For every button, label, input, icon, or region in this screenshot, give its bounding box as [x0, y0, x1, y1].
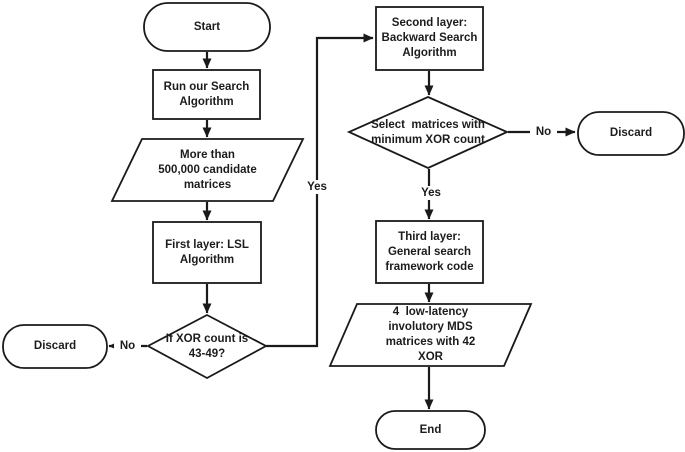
xor-count-decision-shape — [146, 313, 268, 380]
edge-label-select-yes: Yes — [417, 186, 445, 200]
select-matrices-decision-shape — [346, 96, 510, 169]
candidate-matrices-data-shape — [110, 138, 305, 202]
third-layer-process-shape — [375, 220, 484, 284]
end-terminator-shape — [375, 410, 486, 450]
discard-right-terminator-shape — [577, 111, 685, 156]
second-layer-process-shape — [375, 6, 484, 71]
edge-label-xor-yes: Yes — [303, 180, 331, 194]
discard-left-terminator-shape — [2, 324, 108, 369]
run-search-process-shape — [152, 69, 261, 120]
result-matrices-data-shape — [328, 303, 533, 367]
edge-label-xor-no: No — [114, 339, 141, 353]
edge-label-select-no: No — [530, 125, 557, 139]
first-layer-process-shape — [152, 221, 262, 284]
start-terminator-shape — [143, 2, 271, 52]
